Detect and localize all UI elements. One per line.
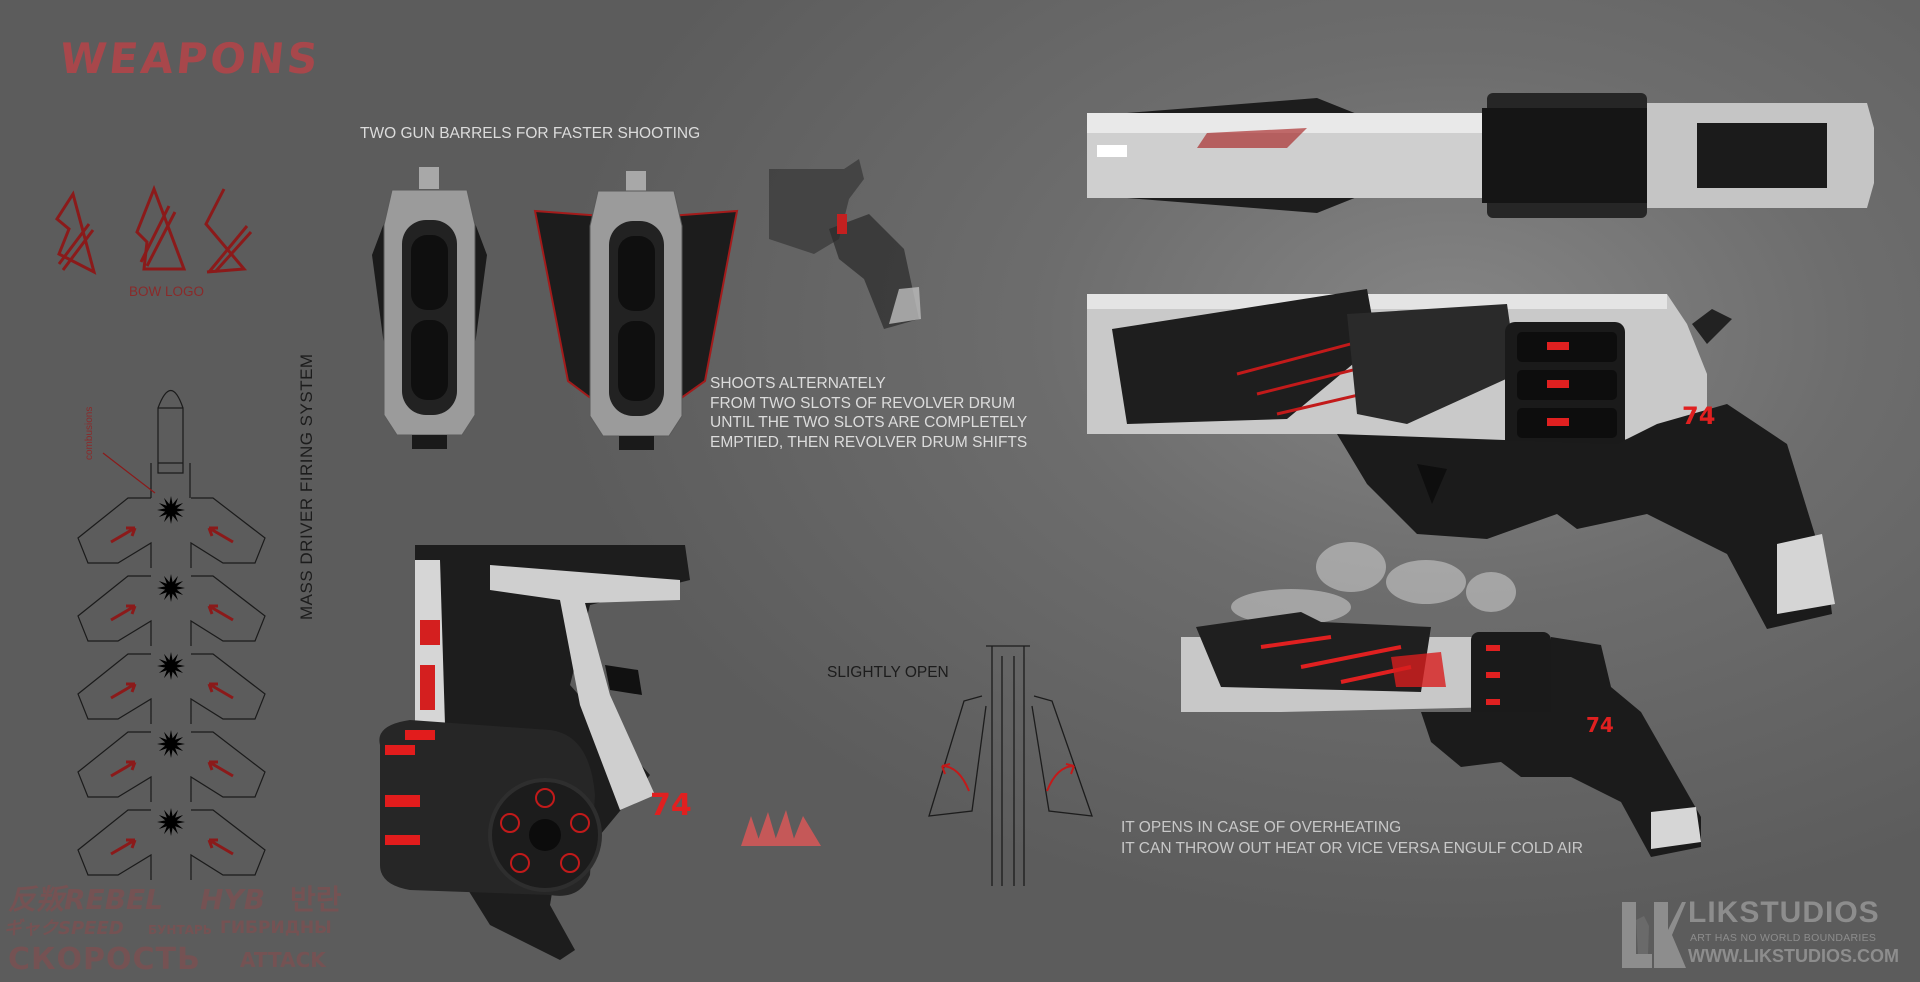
svg-text:74: 74 [1586, 713, 1614, 737]
shooting-note-line: FROM TWO SLOTS OF REVOLVER DRUM [710, 394, 1016, 412]
shooting-note: SHOOTS ALTERNATELY FROM TWO SLOTS OF REV… [710, 374, 1027, 452]
bow-logo-label: BOW LOGO [129, 284, 205, 299]
watermark-rebel: 反叛REBEL [8, 883, 163, 916]
combustion-burst-icon [157, 808, 185, 836]
watermark-attack: ATTACK [240, 948, 326, 972]
shooting-note-line: SHOOTS ALTERNATELY [710, 375, 886, 392]
watermark-speed: ギャクSPEED [4, 918, 124, 939]
studio-logo: LIKSTUDIOS ART HAS NO WORLD BOUNDARIES W… [1622, 896, 1902, 972]
studio-name: LIKSTUDIOS [1688, 896, 1880, 929]
combustion-burst-icon [157, 730, 185, 758]
combustion-stage [77, 652, 266, 724]
arrow-icon [110, 838, 234, 856]
charge-chamber [77, 497, 266, 568]
svg-text:74: 74 [1682, 402, 1715, 430]
combustion-stage [77, 730, 266, 802]
overheat-note-line: IT OPENS IN CASE OF OVERHEATING [1121, 819, 1402, 836]
bow-logo-1 [55, 190, 97, 275]
revolver-overheat-view: 74 [1181, 542, 1701, 857]
grip-sketch [769, 159, 921, 329]
charge-chamber [77, 731, 266, 802]
revolver-drum-closeup: 74 [379, 545, 692, 960]
charge-chamber [77, 653, 266, 724]
overheat-note-line: IT CAN THROW OUT HEAT OR VICE VERSA ENGU… [1121, 840, 1583, 857]
combusions-label: combusions [84, 406, 95, 460]
bow-logo-3 [204, 188, 248, 274]
revolver-top-view [1087, 93, 1874, 218]
slightly-open-label: SLIGHTLY OPEN [827, 664, 949, 681]
page-title: WEAPONS [57, 34, 323, 83]
firing-system-label: MASS DRIVER FIRING SYSTEM [297, 353, 316, 620]
combustion-stage [77, 496, 266, 568]
shooting-note-line: UNTIL THE TWO SLOTS ARE COMPLETELY [710, 414, 1028, 431]
combustion-burst-icon [157, 496, 185, 524]
arrow-icon [110, 682, 234, 700]
bullet-icon [157, 389, 184, 474]
bow-logo-sketches [55, 184, 253, 275]
overheat-note: IT OPENS IN CASE OF OVERHEATING IT CAN T… [1121, 817, 1583, 859]
charge-chamber [77, 575, 266, 646]
combustion-stage [77, 808, 266, 880]
barrels-note: TWO GUN BARRELS FOR FASTER SHOOTING [360, 125, 701, 142]
svg-text:74: 74 [650, 788, 692, 823]
revolver-side-view: 74 [1087, 289, 1835, 629]
barrel-front-view-closed [372, 167, 487, 449]
studio-logo-mark [1622, 902, 1686, 968]
mass-driver-diagram [77, 389, 266, 880]
studio-url: WWW.LIKSTUDIOS.COM [1688, 946, 1899, 966]
studio-tagline: ART HAS NO WORLD BOUNDARIES [1690, 932, 1877, 944]
combustion-burst-icon [157, 574, 185, 602]
charge-chamber [77, 809, 266, 880]
shooting-note-line: EMPTIED, THEN REVOLVER DRUM SHIFTS [710, 433, 1028, 451]
arrow-icon [110, 526, 234, 544]
arrow-icon [110, 604, 234, 622]
combustion-burst-icon [157, 652, 185, 680]
combustion-stage [77, 574, 266, 646]
watermark-speed-ru: СКОРОСТЬ [8, 942, 201, 977]
watermark-rebel-kr: 반란 [290, 883, 342, 916]
watermark-hybrid: HYB [200, 883, 266, 916]
watermark-hybrid-ru: ГИБРИДНЫ [220, 918, 332, 938]
barrel-front-view-open [533, 171, 739, 450]
red-fin-icons [741, 810, 821, 846]
slightly-open-diagram [928, 645, 1093, 886]
arrow-icon [110, 760, 234, 778]
watermark-rebel-ru: БУНТАРЬ [148, 923, 212, 937]
